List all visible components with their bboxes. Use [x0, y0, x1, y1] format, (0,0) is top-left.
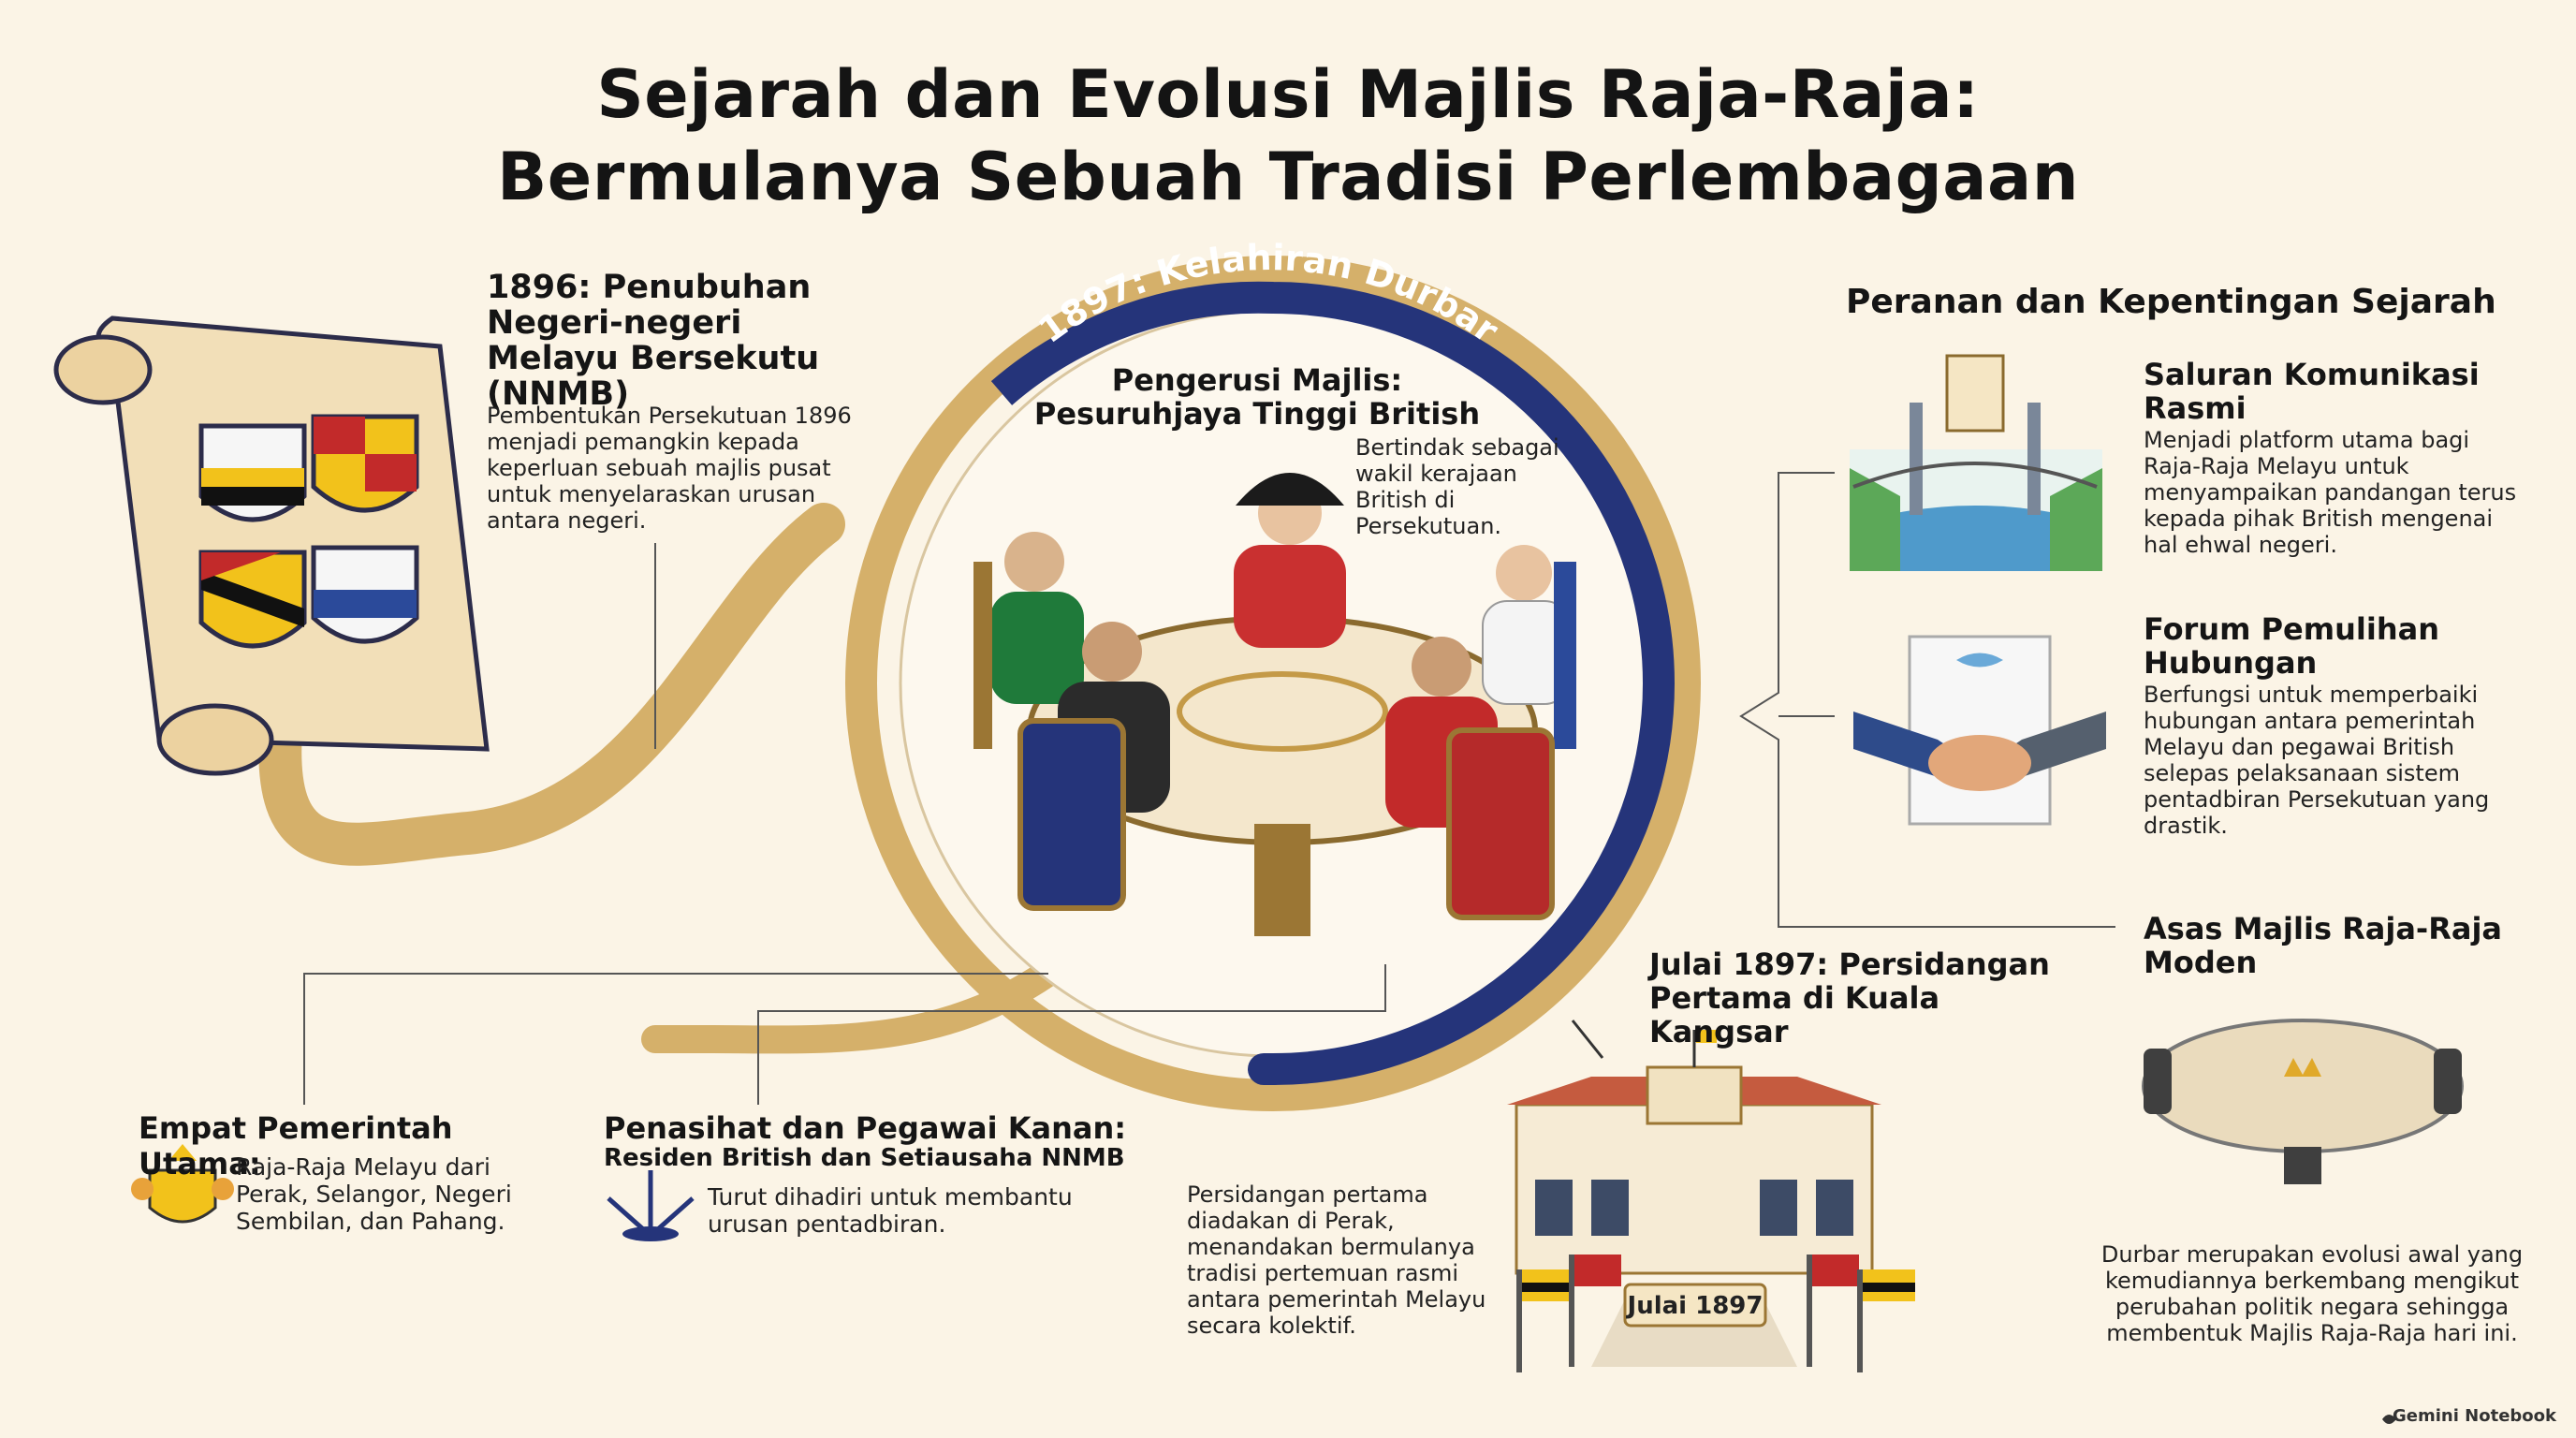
chair-heading: Pengerusi Majlis: Pesuruhjaya Tinggi Bri…: [1033, 362, 1481, 432]
conference-body: Persidangan pertama diadakan di Perak, m…: [1187, 1181, 1486, 1339]
figure-ruler-red: [1385, 637, 1555, 920]
watermark: Gemini Notebook: [2393, 1406, 2556, 1426]
conference-heading: Julai 1897: Persidangan Pertama di Kuala…: [1649, 946, 2050, 1049]
advisors-heading: Penasihat dan Pegawai Kanan:: [604, 1110, 1127, 1146]
palace-illustration: [1507, 1030, 1915, 1372]
nnmb-heading: 1896: Penubuhan Negeri-negeri Melayu Ber…: [487, 269, 820, 413]
rulers-body: Raja-Raja Melayu dari Perak, Selangor, N…: [236, 1153, 512, 1235]
advisors-body: Turut dihadiri untuk membantu urusan pen…: [708, 1183, 1073, 1238]
title-line-1: Sejarah dan Evolusi Majlis Raja-Raja:: [596, 56, 1980, 133]
keris-emblem-icon: [607, 1170, 695, 1241]
conference-table-illustration: [2142, 1019, 2464, 1184]
figure-officer-white: [1482, 545, 1576, 749]
forum-body: Berfungsi untuk memperbaiki hubungan ant…: [2144, 682, 2490, 839]
chair-body: Bertindak sebagai wakil kerajaan British…: [1355, 434, 1559, 539]
bridge-illustration: [1850, 354, 2102, 571]
figure-ruler-black: [1017, 622, 1170, 911]
table-leg: [1254, 824, 1310, 936]
rulers-heading: Empat Pemerintah Utama:: [139, 1110, 453, 1181]
state-shields: [198, 414, 419, 649]
roles-heading: Peranan dan Kepentingan Sejarah: [1846, 283, 2496, 321]
nnmb-body: Pembentukan Persekutuan 1896 menjadi pem…: [487, 403, 852, 534]
basis-heading: Asas Majlis Raja-Raja Moden: [2144, 911, 2502, 980]
communication-body: Menjadi platform utama bagi Raja-Raja Me…: [2144, 427, 2517, 558]
durbar-blue-arc: [990, 281, 1675, 1085]
basis-body: Durbar merupakan evolusi awal yang kemud…: [2100, 1241, 2524, 1346]
timeline-ribbon: [258, 503, 845, 866]
roles-bracket: [1739, 472, 2115, 928]
connector-rulers: [303, 973, 1048, 1105]
scroll-illustration: [53, 315, 490, 776]
coat-of-arms-icon: [131, 1144, 234, 1224]
connector-conference: [1571, 1020, 1604, 1059]
communication-heading: Saluran Komunikasi Rasmi: [2144, 357, 2480, 426]
gemini-logo-icon: [2382, 1415, 2396, 1424]
table-ornament: [1177, 671, 1388, 752]
julai-banner-label: Julai 1897: [1626, 1292, 1764, 1320]
figure-ruler-green: [973, 532, 1084, 749]
handshake-illustration: [1853, 635, 2106, 826]
figure-commissioner: [1234, 473, 1346, 648]
forum-heading: Forum Pemulihan Hubungan: [2144, 611, 2439, 681]
connector-advisors: [757, 964, 1386, 1105]
advisors-subheading: Residen British dan Setiausaha NNMB: [604, 1144, 1125, 1172]
title-line-2: Bermulanya Sebuah Tradisi Perlembagaan: [496, 139, 2080, 215]
durbar-circle-outer-gold: [845, 256, 1701, 1111]
